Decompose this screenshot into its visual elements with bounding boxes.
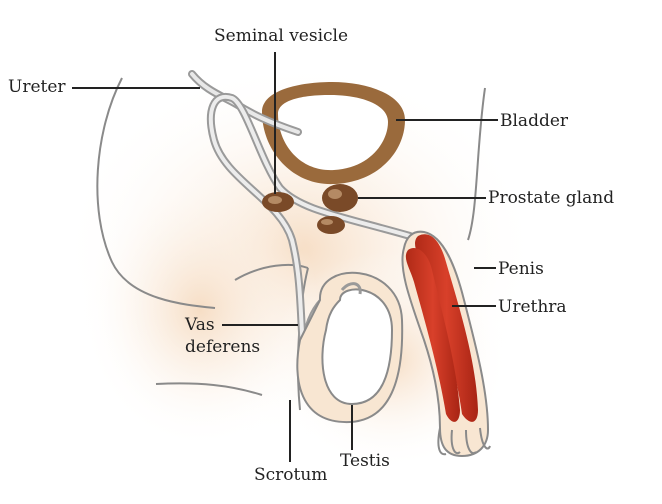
label-prostate-gland: Prostate gland <box>488 188 614 208</box>
label-vas-deferens-line2: deferens <box>185 337 260 357</box>
body-outline <box>96 77 486 411</box>
urethra <box>405 234 478 422</box>
label-bladder: Bladder <box>500 111 569 131</box>
label-testis: Testis <box>340 451 390 471</box>
label-ureter: Ureter <box>8 77 66 97</box>
prostate-gland <box>317 184 358 234</box>
label-penis: Penis <box>498 259 544 279</box>
labels: Seminal vesicle Ureter Bladder Prostate … <box>8 26 614 485</box>
label-scrotum: Scrotum <box>254 465 327 485</box>
label-seminal-vesicle: Seminal vesicle <box>214 26 348 46</box>
label-vas-deferens-line1: Vas <box>184 315 215 335</box>
leader-lines <box>72 52 498 462</box>
bladder <box>262 82 405 185</box>
label-urethra: Urethra <box>498 297 567 317</box>
seminal-vesicle <box>262 192 294 212</box>
testis <box>321 282 394 406</box>
